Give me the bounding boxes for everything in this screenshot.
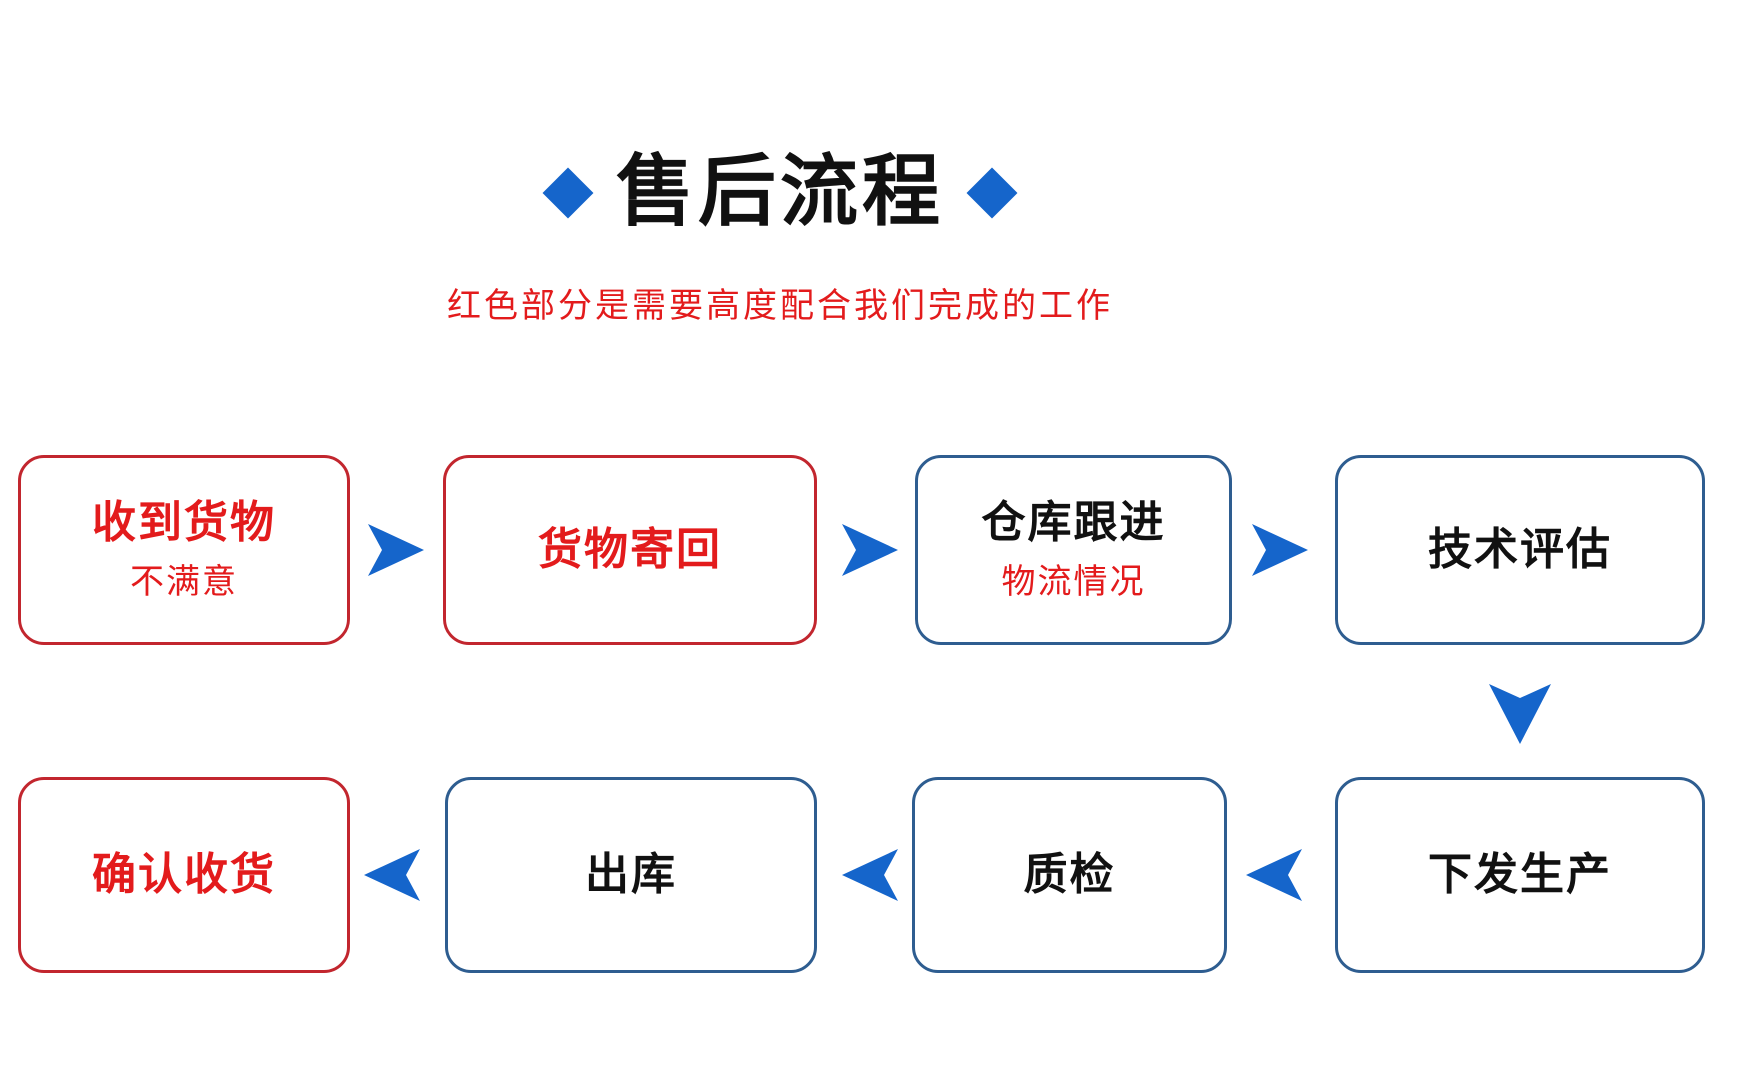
diamond-icon [966, 167, 1018, 219]
page-title-text: 售后流程 [615, 147, 944, 237]
flow-step-outbound: 出库 [445, 777, 817, 973]
step-title: 收到货物 [92, 497, 276, 549]
arrow-down-icon [1489, 684, 1551, 744]
step-title: 货物寄回 [538, 523, 722, 575]
arrow-left-icon [364, 849, 420, 901]
flow-step-confirm-receipt: 确认收货 [18, 777, 350, 973]
arrow-left-icon [1246, 849, 1302, 901]
step-title: 质检 [1023, 848, 1116, 900]
arrow-left-icon [842, 849, 898, 901]
step-title: 仓库跟进 [981, 497, 1166, 549]
arrow-right-icon [842, 524, 898, 576]
page-subtitle: 红色部分是需要高度配合我们完成的工作 [447, 285, 1113, 326]
step-title: 技术评估 [1428, 523, 1612, 575]
step-subtitle: 物流情况 [1001, 561, 1146, 602]
diamond-icon [542, 167, 594, 219]
flow-step-ship-goods-back: 货物寄回 [443, 455, 817, 645]
flow-step-quality-inspection: 质检 [912, 777, 1227, 973]
arrow-right-icon [1252, 524, 1308, 576]
flow-step-warehouse-follow-up: 仓库跟进 物流情况 [915, 455, 1232, 645]
flow-step-send-to-production: 下发生产 [1335, 777, 1705, 973]
flow-step-technical-evaluation: 技术评估 [1335, 455, 1705, 645]
header: 售后流程 红色部分是需要高度配合我们完成的工作 [0, 147, 1560, 327]
page-title: 售后流程 [0, 147, 1560, 237]
arrow-right-icon [368, 524, 424, 576]
step-title: 出库 [585, 848, 677, 900]
flow-step-receive-goods: 收到货物 不满意 [18, 455, 350, 645]
step-title: 确认收货 [92, 848, 276, 900]
step-subtitle: 不满意 [130, 561, 238, 602]
step-title: 下发生产 [1428, 848, 1612, 900]
